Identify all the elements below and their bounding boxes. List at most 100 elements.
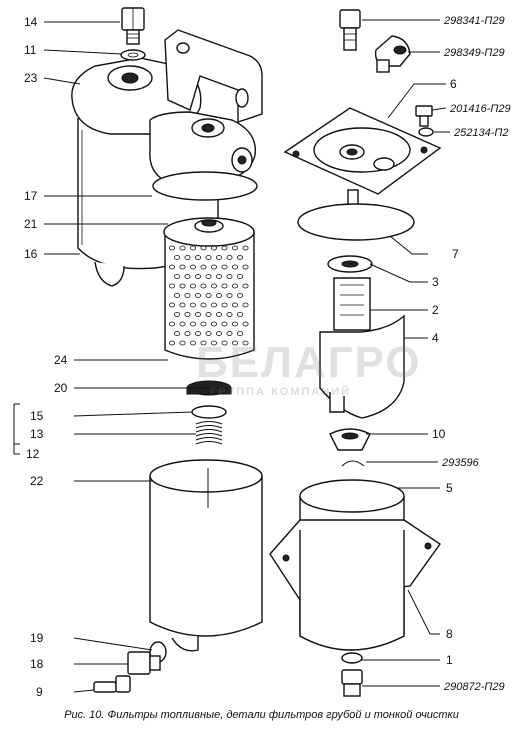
partno-290872: 290872-П29 [443,681,505,693]
perforation-hole [236,255,243,260]
plug-14 [121,7,145,45]
perforation-hole [184,331,191,336]
perforation-hole [194,274,201,279]
perforation-hole [231,264,238,270]
callout-7: 7 [452,247,459,261]
perforation-hole [205,293,212,298]
perforation-hole [173,312,180,317]
perforation-hole [221,321,228,327]
perforation-hole [205,255,212,260]
perforation-hole [189,245,196,251]
perforation-hole [184,293,191,298]
perforation-hole [210,340,217,346]
callout-19: 19 [30,631,44,645]
callout-13: 13 [30,427,44,441]
perforation-hole [221,264,228,270]
bowl-5 [269,479,441,651]
callout-10: 10 [432,427,446,441]
perforation-hole [194,331,201,336]
filter-element-2 [333,277,371,331]
fitting-18 [127,651,161,675]
callout-5: 5 [446,481,453,495]
perforation-hole [215,293,222,298]
perforation-hole [179,264,186,270]
perforation-hole [168,302,175,308]
partno-201416: 201416-П29 [449,103,511,115]
perforation-hole [242,302,249,308]
partno-293596: 293596 [441,457,480,469]
perforation-hole [242,283,249,289]
perforation-hole [226,255,233,260]
callout-9: 9 [36,685,43,699]
perforation-hole [168,264,175,270]
watermark-tagline: ГРУППА КОМПАНИЙ [210,386,352,398]
perforation-hole [189,302,196,308]
perforation-hole [189,283,196,289]
perforation-hole [242,245,249,251]
perforation-hole [226,312,233,317]
perforation-hole [179,321,186,327]
perforation-hole [168,245,175,251]
leader-lines [13,19,450,693]
spring-13 [195,421,223,445]
callout-11: 11 [24,43,37,57]
cap-3 [327,255,373,273]
callout-3: 3 [432,275,439,289]
perforation-hole [179,245,186,251]
perforation-hole [226,331,233,336]
perforation-hole [168,283,175,289]
perforation-hole [200,264,207,270]
perforation-hole [231,340,238,346]
perforation-hole [189,321,196,327]
mounting-bracket [164,29,263,123]
nipple-9 [93,675,131,693]
perforation-hole [210,245,217,251]
perforation-hole [236,293,243,298]
fitting-298341 [339,9,361,51]
perforation-hole [215,331,222,336]
perforation-hole [215,312,222,317]
partno-298341: 298341-П29 [443,15,505,27]
perforation-hole [189,264,196,270]
perforation-hole [215,274,222,279]
perforation-hole [210,283,217,289]
callout-14: 14 [24,15,38,29]
callout-labels: 14 11 23 17 21 16 24 20 15 13 12 22 19 1… [24,15,511,699]
perforation-hole [210,302,217,308]
filter-element-21 [163,217,255,360]
perforation-hole [179,302,186,308]
elbow-298349 [374,35,411,73]
partno-298349: 298349-П29 [443,47,505,59]
perforation-hole [215,255,222,260]
perforation-hole [221,340,228,346]
perforation-hole [194,255,201,260]
perforation-hole [205,312,212,317]
perforation-hole [231,283,238,289]
perforation-hole [221,245,228,251]
perforation-hole [242,264,249,270]
callout-1: 1 [446,653,453,667]
perforation-hole [242,340,249,346]
perforation-hole [231,245,238,251]
perforation-hole [200,283,207,289]
callout-21: 21 [24,217,38,231]
perforation-hole [189,340,196,346]
perforation-hole [173,255,180,260]
plug-290872 [341,669,363,697]
perforation-hole [226,293,233,298]
perforation-hole [200,302,207,308]
callout-15: 15 [30,409,44,423]
gasket-17 [152,171,258,201]
perforation-hole [173,274,180,279]
perforation-hole [200,340,207,346]
callout-2: 2 [432,303,439,317]
callout-22: 22 [30,474,44,488]
perforation-hole [205,274,212,279]
perforation-hole [173,331,180,336]
ring-293596 [341,460,365,467]
perforation-hole [221,283,228,289]
perforation-hole [236,312,243,317]
watermark-brand: БЕЛАГРО [196,338,422,387]
perforation-hole [168,340,175,346]
washer-1 [341,652,363,664]
